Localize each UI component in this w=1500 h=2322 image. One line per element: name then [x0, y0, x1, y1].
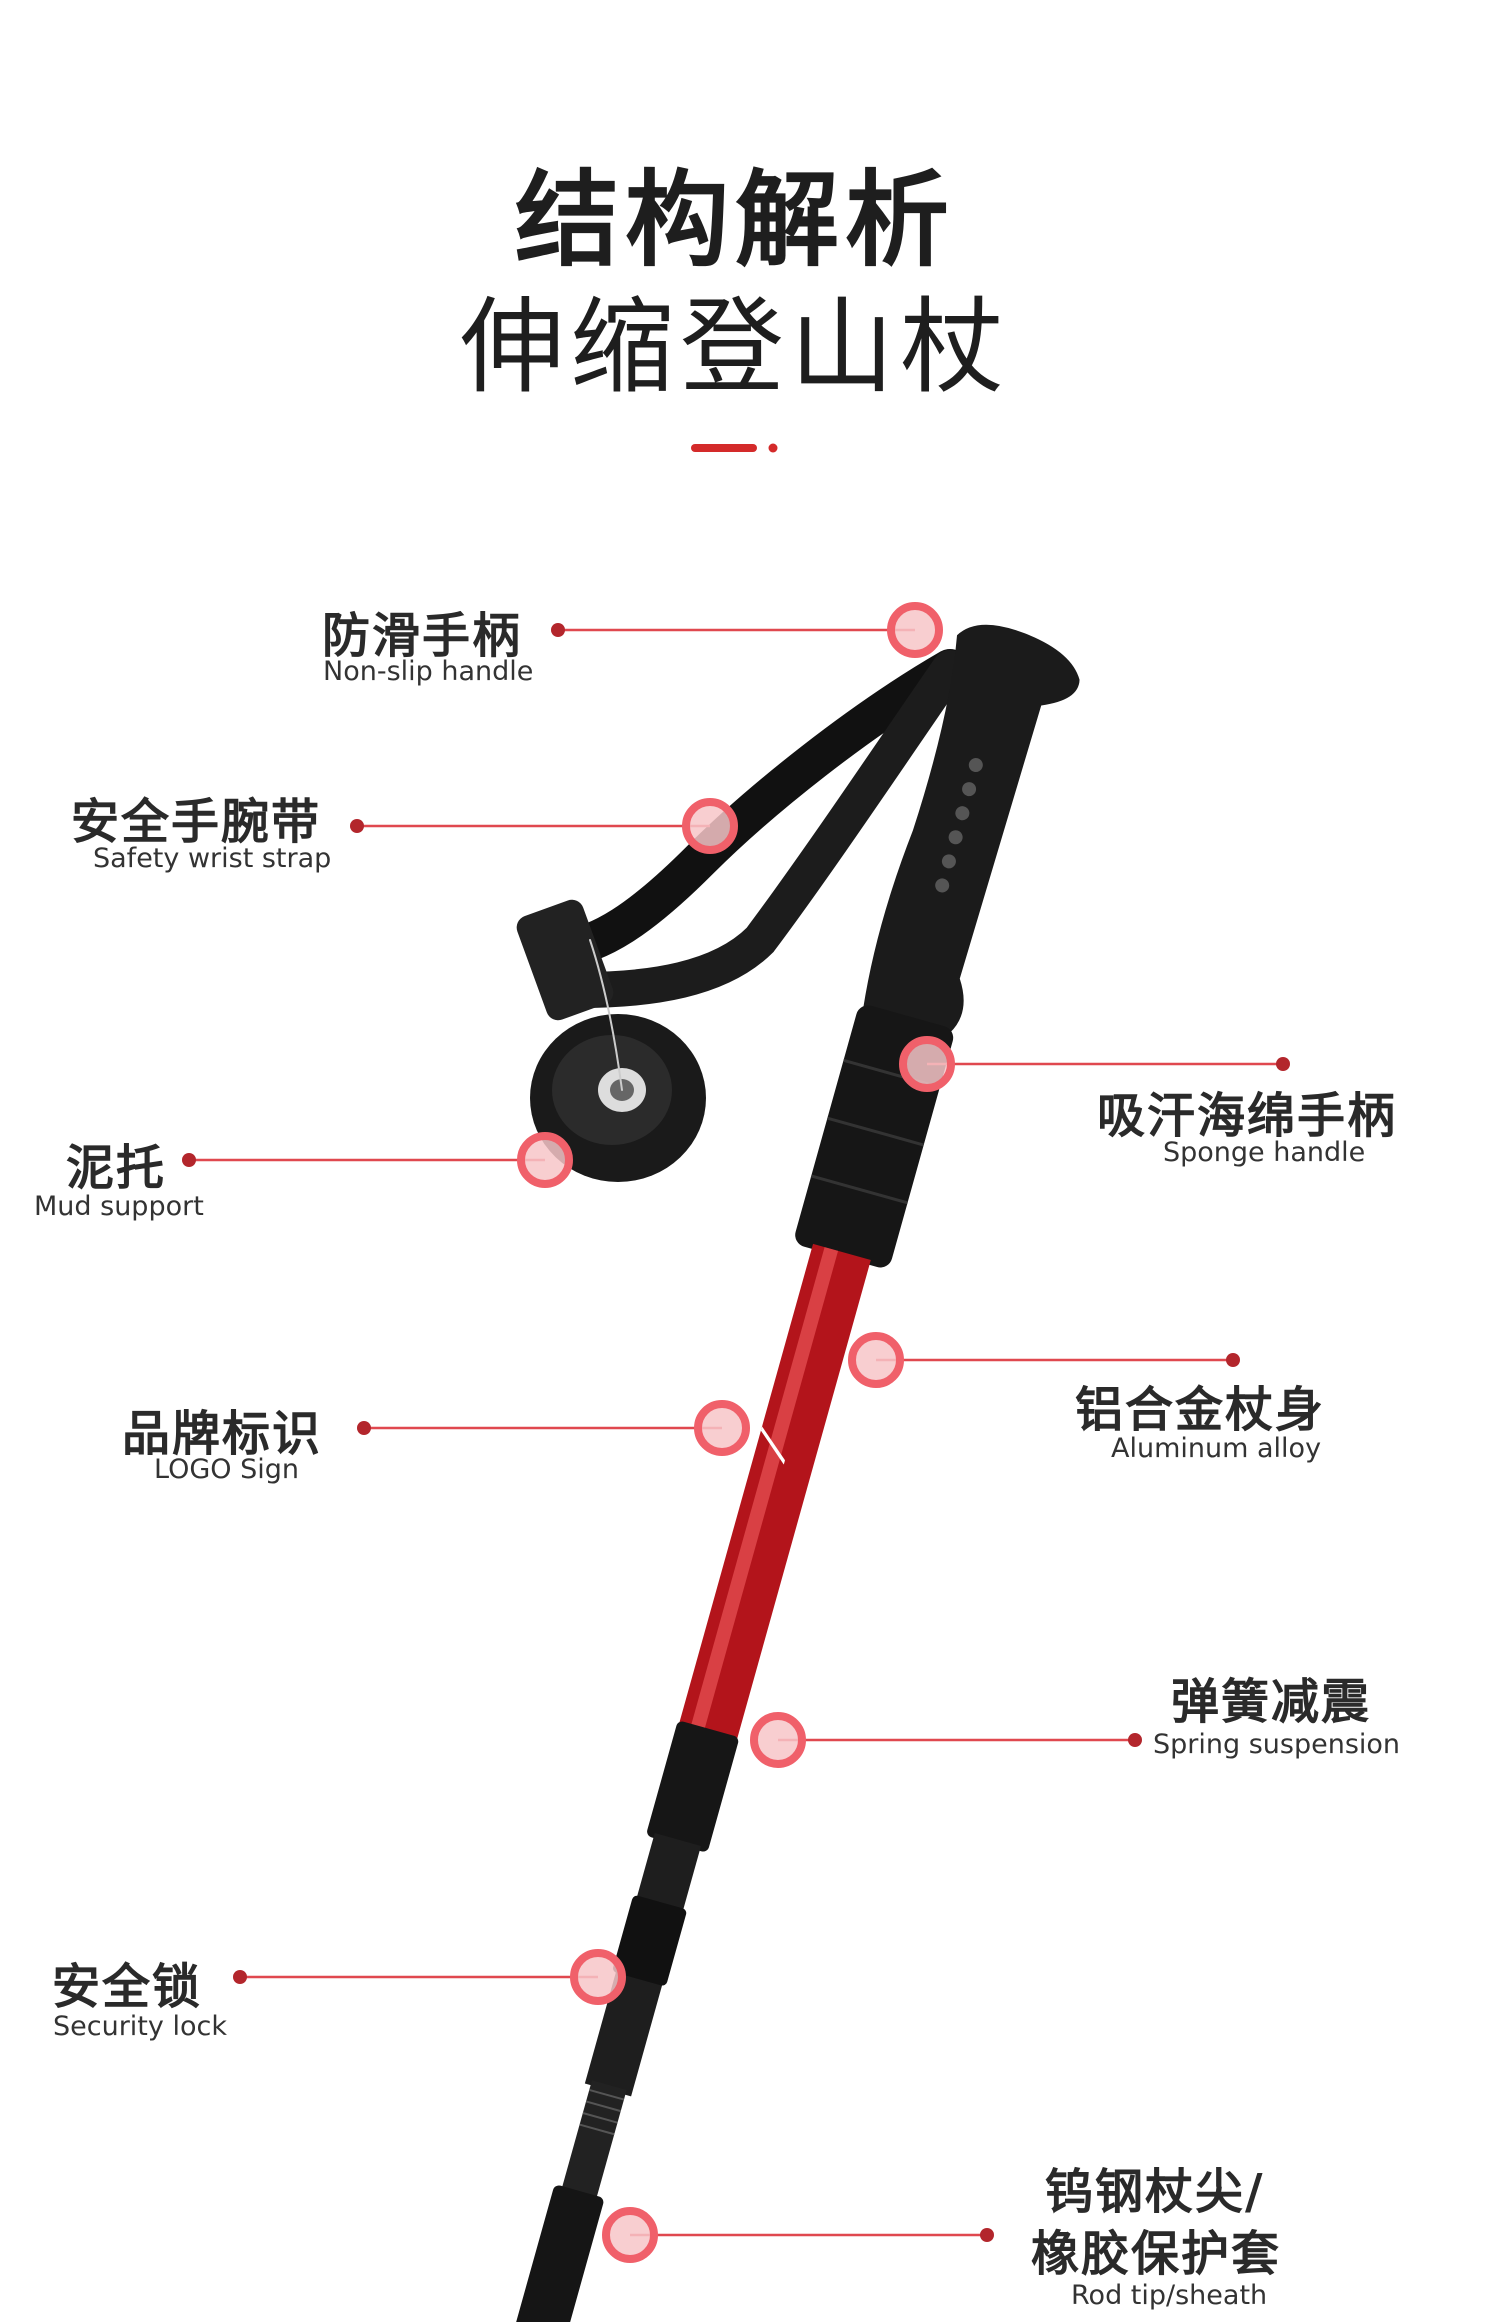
callout-label-cn: 安全手腕带: [71, 794, 322, 850]
callout-dot: [1128, 1733, 1142, 1747]
callout-label-cn: 钨钢杖尖/: [1045, 2164, 1265, 2220]
mud-basket: [530, 1014, 706, 1182]
callout-label-cn: 品牌标识: [122, 1406, 323, 1462]
callout-label-cn: 吸汗海绵手柄: [1097, 1088, 1398, 1144]
callout-marker: [602, 2207, 658, 2263]
callout-dot: [350, 819, 364, 833]
callout-dot: [980, 2228, 994, 2242]
callout-label-en: LOGO Sign: [154, 1454, 299, 1485]
callout-marker: [694, 1400, 750, 1456]
callout-marker: [750, 1712, 806, 1768]
callout-label-cn: 泥托: [66, 1140, 167, 1196]
grip: [863, 624, 1080, 1033]
callout-label-en: Non-slip handle: [323, 656, 534, 687]
callout-dot: [233, 1970, 247, 1984]
callout-label-en: Spring suspension: [1153, 1729, 1401, 1760]
callout-dot: [1276, 1057, 1290, 1071]
callout-dot: [1226, 1353, 1240, 1367]
page-subtitle: 伸缩登山杖: [459, 286, 1010, 408]
callout-label-cn: 安全锁: [52, 1959, 203, 2015]
callout-marker: [848, 1332, 904, 1388]
title-accent-bar: [691, 444, 757, 452]
callout-label-en: Sponge handle: [1163, 1137, 1366, 1168]
title-accent-dot: [768, 443, 778, 453]
callout-marker: [517, 1132, 573, 1188]
callout-label-en: Aluminum alloy: [1111, 1433, 1322, 1464]
callout-marker: [682, 798, 738, 854]
callout-label-cn: 弹簧减震: [1171, 1674, 1372, 1730]
callout-label-en: Rod tip/sheath: [1071, 2280, 1268, 2311]
callout-dot: [182, 1153, 196, 1167]
callout-dot: [357, 1421, 371, 1435]
callout-label-en: Security lock: [53, 2011, 227, 2042]
callout-label-en: Mud support: [34, 1191, 204, 1222]
callout-label-cn: 铝合金杖身: [1075, 1382, 1326, 1438]
callout-marker: [899, 1036, 955, 1092]
callout-marker: [887, 602, 943, 658]
page-title: 结构解析: [514, 159, 955, 281]
callout-marker: [570, 1949, 626, 2005]
callout-dot: [551, 623, 565, 637]
callout-label-en: Safety wrist strap: [93, 843, 332, 874]
callout-label-cn: 橡胶保护套: [1031, 2226, 1282, 2282]
callout-label-cn: 防滑手柄: [322, 608, 523, 664]
